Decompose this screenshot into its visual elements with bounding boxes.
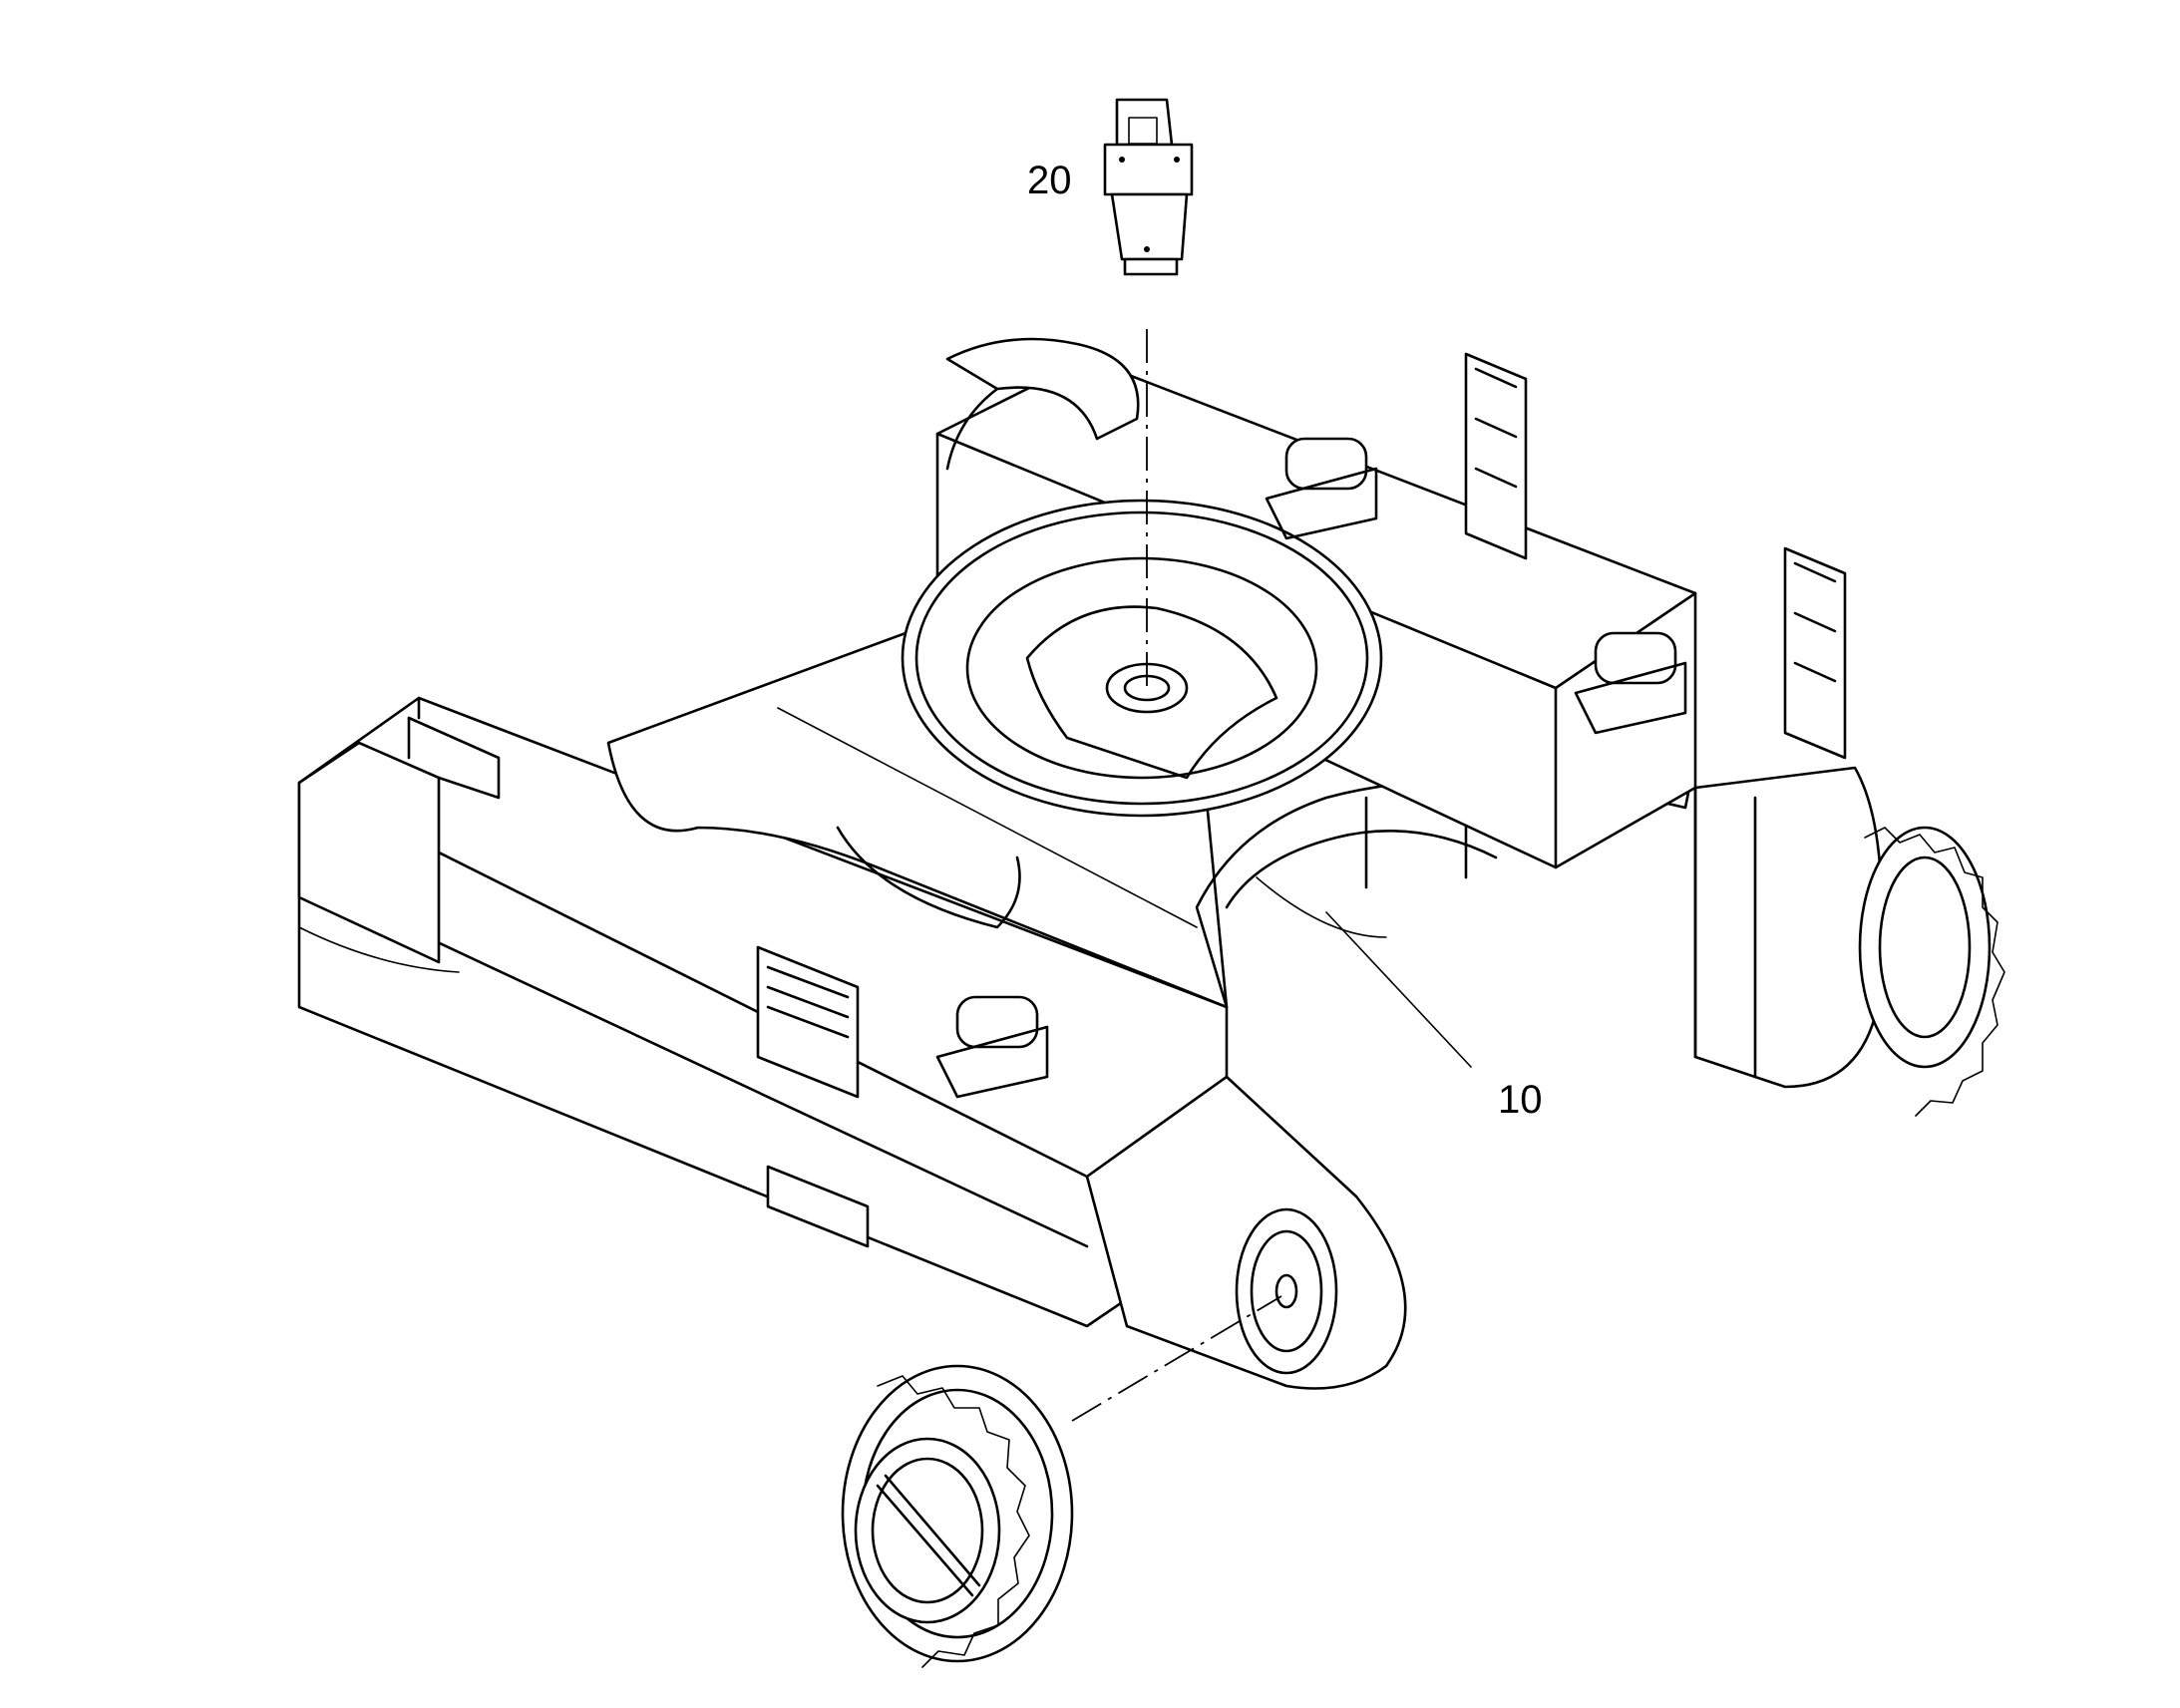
drive-sprocket-assembly xyxy=(841,1364,1074,1668)
step-ladders xyxy=(756,352,1847,1248)
carrier-rollers xyxy=(935,437,1687,1099)
swivel-joint-assembly xyxy=(1103,98,1194,276)
right-sprocket xyxy=(1858,826,2005,1117)
callout-10: 10 xyxy=(1498,1078,1543,1122)
leader-line-10 xyxy=(1325,911,1472,1068)
undercarriage-frame xyxy=(297,337,2005,1390)
slew-ring xyxy=(901,499,1383,818)
center-lines xyxy=(1071,329,1282,1422)
callout-20: 20 xyxy=(1027,159,1072,202)
